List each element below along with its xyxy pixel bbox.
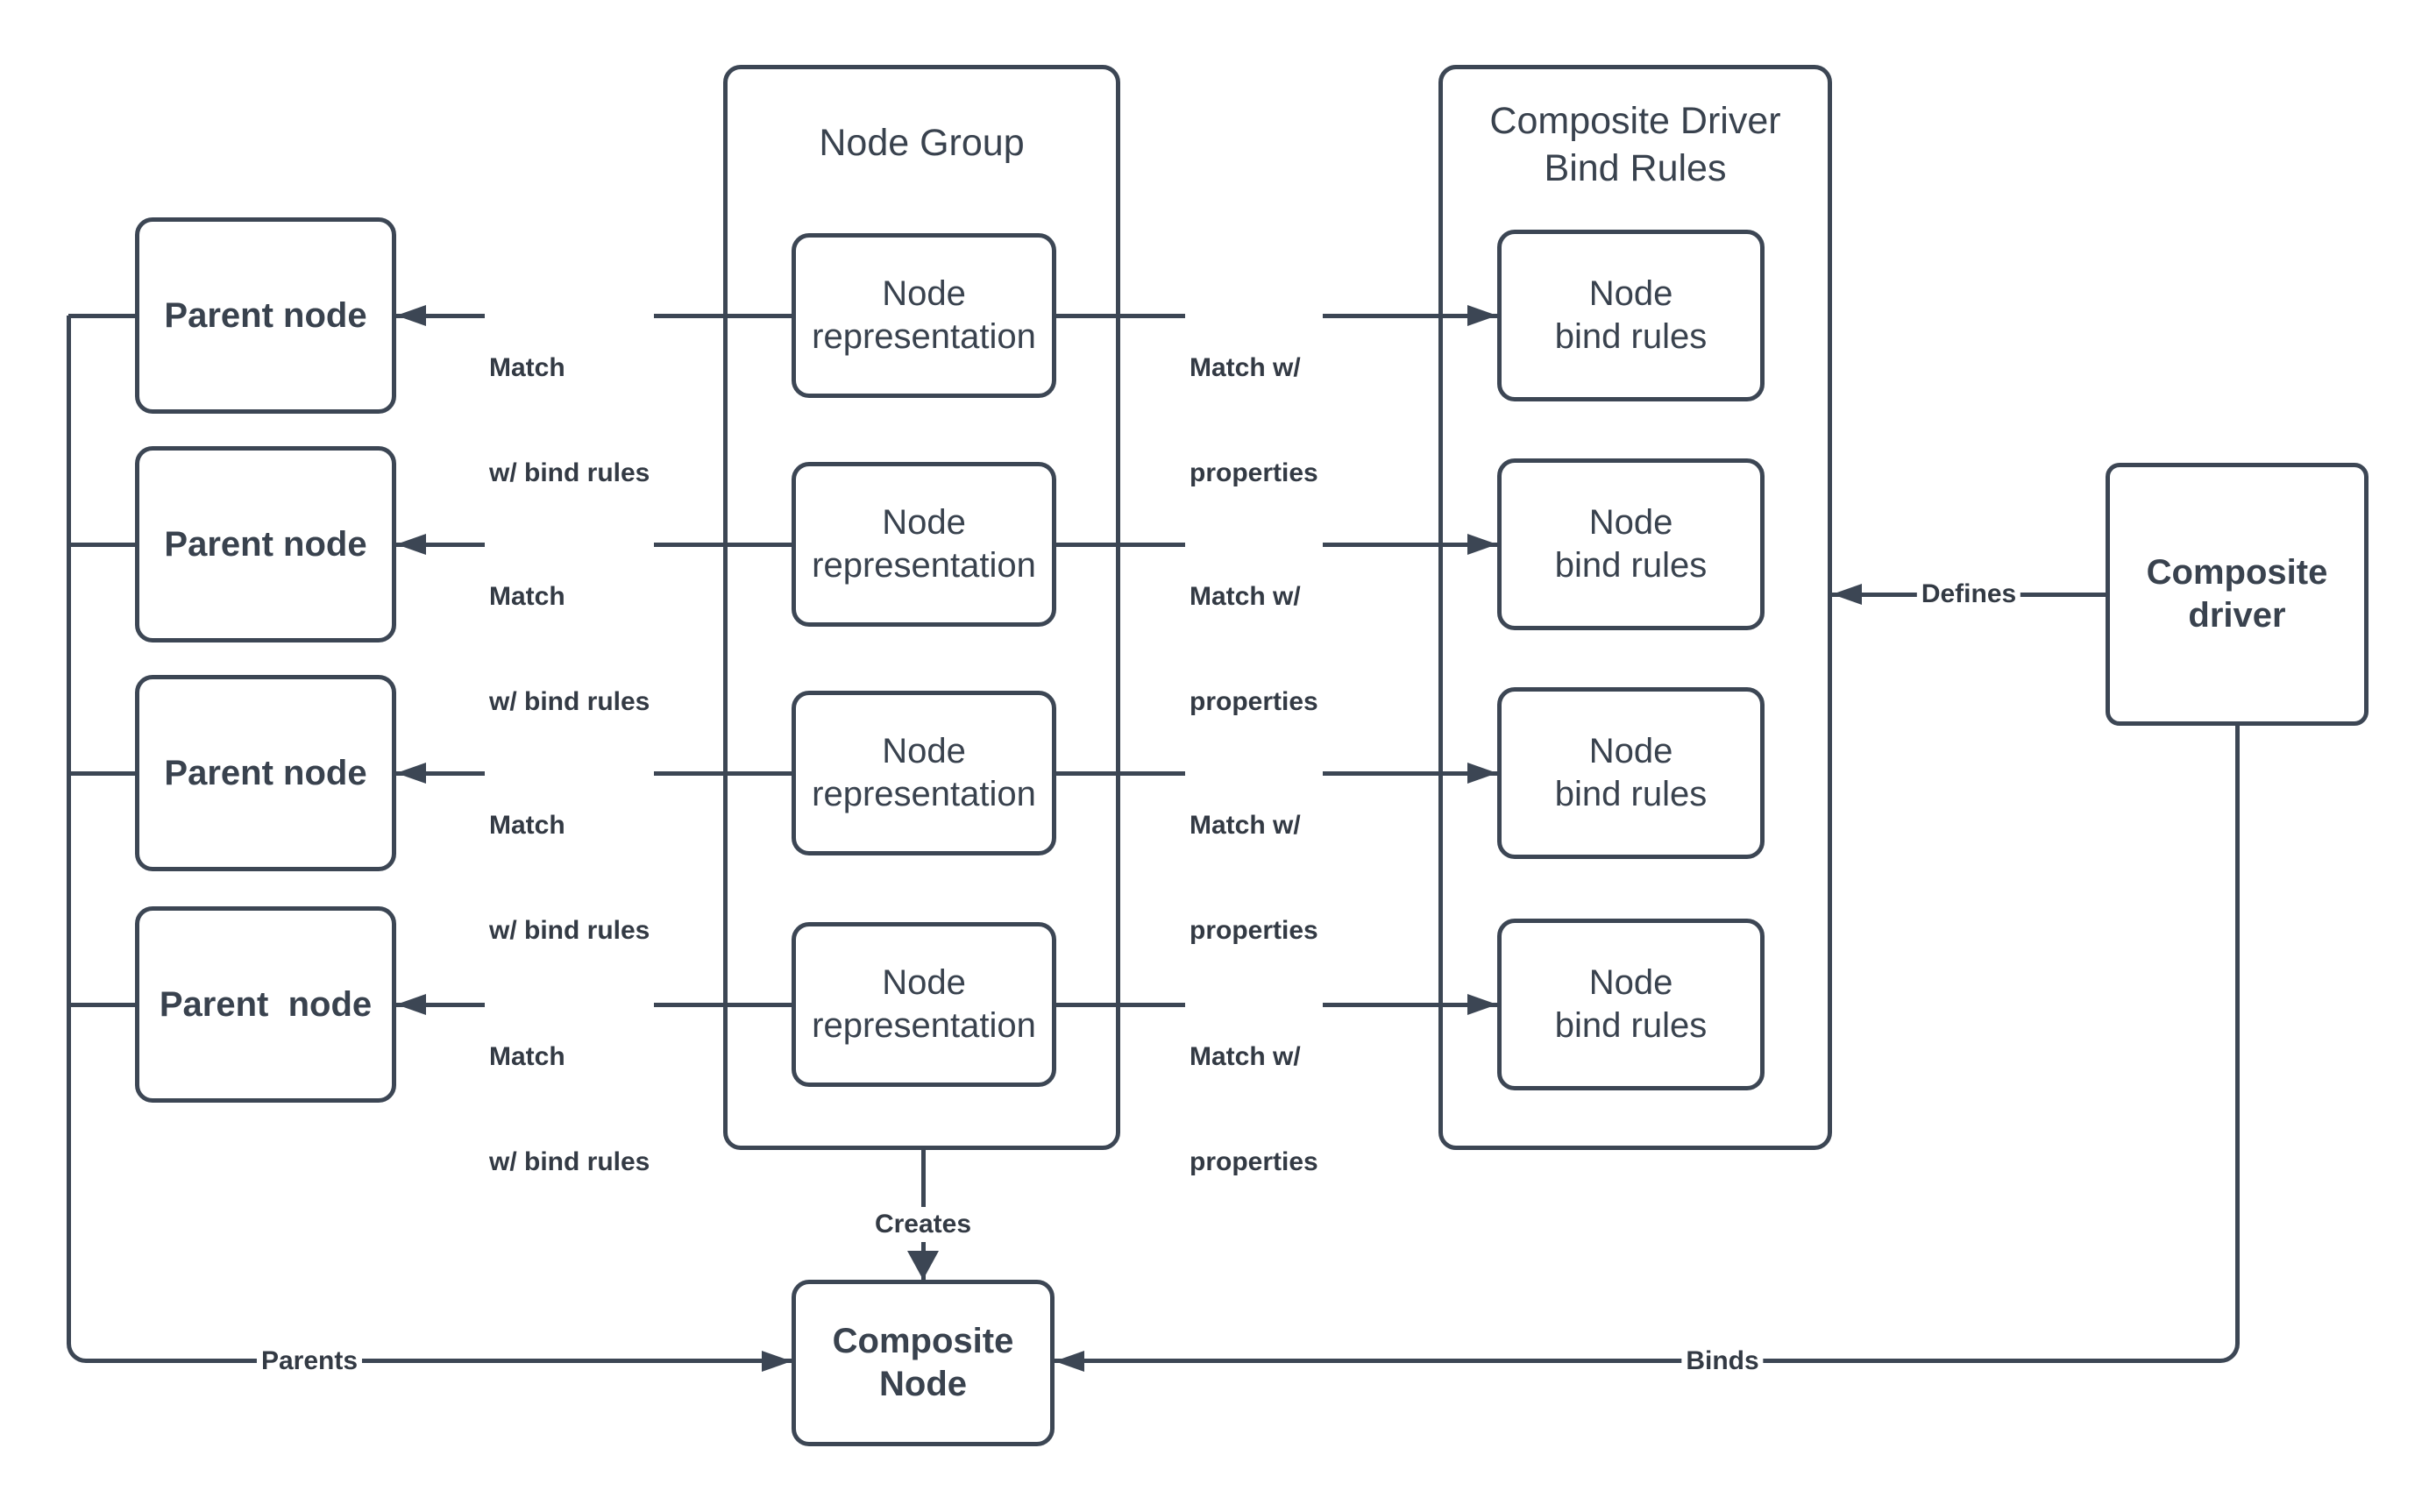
parent-node-3: Parent node	[135, 675, 396, 871]
node-bind-rules-3-line1: Node	[1588, 732, 1673, 770]
composite-driver-bind-rules-title: Composite Driver Bind Rules	[1443, 97, 1828, 192]
composite-driver-bind-rules-container: Composite Driver Bind Rules	[1438, 65, 1832, 1150]
node-bind-rules-2-line1: Node	[1588, 503, 1673, 542]
node-bind-rules-4-line2: bind rules	[1554, 1006, 1708, 1045]
match-bind-rules-label-3-line2: w/ bind rules	[489, 916, 650, 945]
parent-node-1-label: Parent node	[164, 295, 367, 335]
parent-node-4: Parent node	[135, 906, 396, 1103]
match-properties-label-3-line1: Match w/	[1190, 811, 1301, 840]
node-representation-4: Node representation	[792, 922, 1056, 1087]
parent-node-2-label: Parent node	[164, 524, 367, 564]
node-representation-4-line2: representation	[812, 1006, 1036, 1045]
node-bind-rules-2: Node bind rules	[1497, 458, 1765, 630]
match-bind-rules-arrowhead-4	[396, 994, 426, 1015]
match-properties-arrowhead-3	[1467, 763, 1497, 784]
node-representation-2-line1: Node	[882, 503, 966, 542]
node-representation-1-line2: representation	[812, 317, 1036, 356]
node-group-container: Node Group	[723, 65, 1120, 1150]
composite-driver-line2: driver	[2188, 596, 2286, 635]
composite-node: Composite Node	[792, 1280, 1055, 1446]
parent-node-2: Parent node	[135, 446, 396, 642]
node-bind-rules-1-line2: bind rules	[1554, 317, 1708, 356]
match-properties-arrowhead-2	[1467, 534, 1497, 555]
parent-node-1: Parent node	[135, 217, 396, 414]
composite-driver-bind-rules-title-line2: Bind Rules	[1544, 147, 1727, 189]
match-properties-label-4: Match w/ properties	[1185, 969, 1323, 1250]
node-bind-rules-3-line2: bind rules	[1554, 775, 1708, 813]
composite-node-line2: Node	[879, 1365, 967, 1403]
node-representation-4-line1: Node	[882, 963, 966, 1002]
node-bind-rules-4-line1: Node	[1588, 963, 1673, 1002]
parents-edge-label: Parents	[256, 1344, 363, 1379]
match-bind-rules-arrowhead-1	[396, 305, 426, 326]
match-bind-rules-arrowhead-2	[396, 534, 426, 555]
parent-stub-1	[68, 314, 135, 318]
match-bind-rules-label-4-line2: w/ bind rules	[489, 1147, 650, 1176]
node-bind-rules-1-line1: Node	[1588, 274, 1673, 313]
parent-node-3-label: Parent node	[164, 753, 367, 792]
match-bind-rules-label-3-line1: Match	[489, 811, 565, 840]
node-representation-1-line1: Node	[882, 274, 966, 313]
node-representation-1: Node representation	[792, 233, 1056, 398]
composite-node-line1: Composite	[832, 1322, 1014, 1360]
binds-edge-label: Binds	[1681, 1344, 1764, 1379]
node-bind-rules-1: Node bind rules	[1497, 230, 1765, 401]
match-bind-rules-label-1-line2: w/ bind rules	[489, 458, 650, 487]
match-properties-arrowhead-1	[1467, 305, 1497, 326]
match-bind-rules-arrowhead-3	[396, 763, 426, 784]
binds-arrowhead	[1055, 1351, 1084, 1372]
creates-arrowhead	[907, 1251, 939, 1280]
node-bind-rules-2-line2: bind rules	[1554, 546, 1708, 585]
binds-connector-elbow	[1055, 726, 2240, 1363]
match-properties-label-1-line2: properties	[1190, 458, 1318, 487]
match-bind-rules-label-2-line1: Match	[489, 582, 565, 611]
parent-node-4-label: Parent node	[159, 984, 373, 1024]
node-representation-3-line2: representation	[812, 775, 1036, 813]
match-properties-label-3-line2: properties	[1190, 916, 1318, 945]
node-bind-rules-4: Node bind rules	[1497, 919, 1765, 1090]
match-properties-label-2-line2: properties	[1190, 687, 1318, 716]
node-bind-rules-3: Node bind rules	[1497, 687, 1765, 859]
match-bind-rules-label-4: Match w/ bind rules	[485, 969, 655, 1250]
node-representation-2: Node representation	[792, 462, 1056, 627]
parent-stub-4	[68, 1003, 135, 1007]
node-representation-2-line2: representation	[812, 546, 1036, 585]
match-properties-arrowhead-4	[1467, 994, 1497, 1015]
match-bind-rules-label-4-line1: Match	[489, 1042, 565, 1071]
parents-connector-elbow	[67, 316, 792, 1363]
defines-arrowhead	[1832, 584, 1862, 605]
match-properties-label-4-line2: properties	[1190, 1147, 1318, 1176]
defines-edge-label: Defines	[1916, 577, 2021, 612]
parent-stub-3	[68, 771, 135, 776]
parents-arrowhead	[762, 1351, 792, 1372]
node-representation-3: Node representation	[792, 691, 1056, 855]
match-bind-rules-label-1-line1: Match	[489, 353, 565, 382]
match-properties-label-2-line1: Match w/	[1190, 582, 1301, 611]
node-representation-3-line1: Node	[882, 732, 966, 770]
composite-driver-bind-rules-title-line1: Composite Driver	[1489, 100, 1781, 142]
match-properties-label-4-line1: Match w/	[1190, 1042, 1301, 1071]
creates-edge-label: Creates	[870, 1207, 977, 1242]
composite-driver: Composite driver	[2106, 463, 2369, 726]
composite-driver-line1: Composite	[2146, 553, 2328, 592]
node-group-title: Node Group	[819, 122, 1025, 164]
parent-stub-2	[68, 543, 135, 547]
match-bind-rules-label-2-line2: w/ bind rules	[489, 687, 650, 716]
match-properties-label-1-line1: Match w/	[1190, 353, 1301, 382]
